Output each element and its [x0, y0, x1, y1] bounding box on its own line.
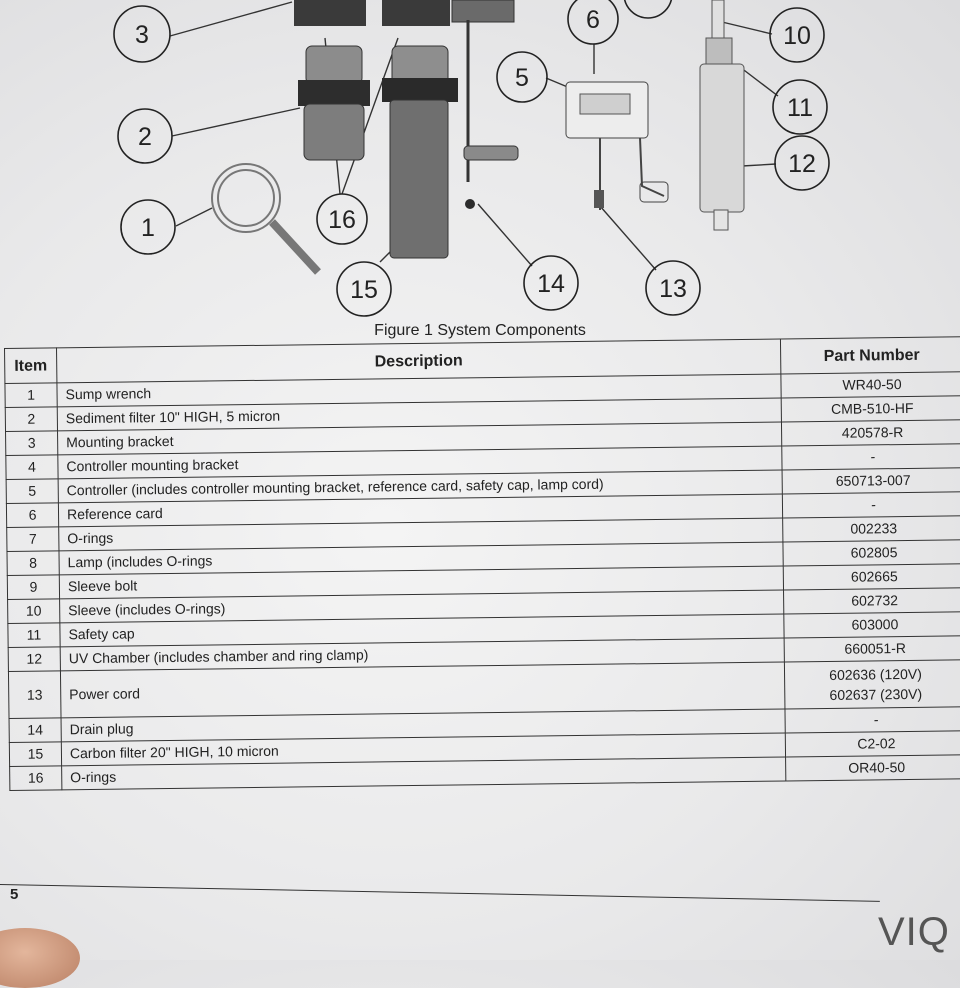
system-components-diagram: 3 2 1 16 15 14 13 5 6 10 11 12 [113, 0, 830, 317]
item-cell: 6 [6, 502, 59, 528]
callout-circle-2 [117, 108, 173, 164]
callout-circle-11 [772, 79, 828, 135]
leader-line-3 [169, 1, 293, 37]
uv-chamber-drawing [699, 0, 745, 231]
callout-circle-5 [496, 51, 548, 103]
callout-number: 15 [350, 276, 378, 304]
callout-number: 6 [586, 6, 600, 34]
callout-circle-partial [623, 0, 673, 19]
leader-line-13 [599, 205, 657, 271]
part-number-cell: - [781, 443, 960, 471]
item-cell: 16 [9, 765, 62, 791]
item-cell: 8 [6, 550, 60, 576]
callout-number: 3 [135, 21, 149, 49]
leader-line-12 [741, 163, 777, 167]
leader-line-14 [477, 203, 533, 267]
callout-number: 10 [783, 22, 811, 50]
part-number-column-header: Part Number [780, 336, 960, 375]
item-cell: 9 [7, 574, 60, 600]
part-number-cell: 660051-R [784, 635, 960, 662]
part-number-cell: OR40-50 [785, 754, 960, 781]
item-cell: 5 [6, 478, 59, 504]
item-column-header: Item [4, 347, 57, 384]
parts-table: Item Description Part Number 1 Sump wren… [4, 336, 960, 791]
callout-number: 5 [515, 64, 529, 92]
part-number-cell: 602665 [783, 563, 960, 590]
callout-number: 13 [659, 275, 687, 303]
callout-circle-10 [769, 7, 825, 63]
callout-circle-6 [567, 0, 619, 45]
part-number-cell: 603000 [783, 611, 960, 638]
item-cell: 1 [4, 382, 58, 408]
part-number-230v: 602637 (230V) [829, 685, 923, 703]
callout-number: 16 [328, 206, 356, 234]
item-cell: 13 [8, 670, 62, 719]
item-cell: 14 [9, 717, 62, 743]
carbon-filter-drawing [382, 45, 458, 259]
callout-number: 11 [787, 94, 813, 122]
part-number-cell: 002233 [782, 515, 960, 542]
part-number-cell: - [784, 706, 960, 733]
part-number-cell: 602636 (120V) 602637 (230V) [784, 659, 960, 709]
leader-line-10 [721, 21, 773, 35]
callout-number: 2 [138, 123, 152, 151]
leader-line-1 [175, 207, 213, 227]
leader-line-16b [341, 37, 399, 195]
part-number-cell: - [782, 491, 960, 519]
sediment-filter-drawing [298, 45, 370, 161]
callout-circle-16 [316, 193, 368, 245]
callout-circle-15 [336, 261, 392, 317]
callout-circle-1 [120, 199, 176, 255]
figure-caption: Figure 1 System Components [374, 322, 586, 339]
part-number-cell: WR40-50 [780, 371, 960, 399]
thumb [0, 928, 80, 988]
part-number-cell: 602732 [783, 587, 960, 614]
leader-line-2 [171, 107, 301, 137]
part-number-cell: 602805 [782, 539, 960, 566]
item-cell: 15 [9, 741, 62, 767]
part-number-cell: CMB-510-HF [781, 395, 960, 423]
item-cell: 11 [7, 622, 61, 648]
part-number-cell: 650713-007 [782, 467, 960, 495]
mounting-bracket-drawing [294, 0, 515, 26]
item-cell: 10 [7, 598, 60, 624]
callout-circle-13 [645, 260, 701, 316]
item-cell: 12 [8, 646, 61, 672]
item-cell: 7 [6, 526, 59, 552]
callout-number: 12 [788, 150, 816, 178]
callout-circle-3 [113, 5, 171, 63]
controller-drawing [565, 81, 669, 210]
part-number-120v: 602636 (120V) [829, 665, 922, 683]
callout-number: 14 [537, 270, 565, 298]
brand-logo: VIQ [878, 910, 950, 954]
part-number-cell: C2-02 [785, 730, 960, 757]
sump-wrench-drawing [211, 163, 321, 275]
callout-circle-14 [523, 255, 579, 311]
item-cell: 4 [5, 454, 59, 480]
outlet-pipe-drawing [463, 20, 519, 209]
item-cell: 3 [5, 430, 58, 456]
callout-circle-12 [774, 135, 830, 191]
page-number: 5 [10, 886, 19, 903]
footer-rule [0, 884, 880, 902]
callout-number: 1 [141, 214, 155, 242]
item-cell: 2 [5, 406, 58, 432]
part-number-cell: 420578-R [781, 419, 960, 447]
